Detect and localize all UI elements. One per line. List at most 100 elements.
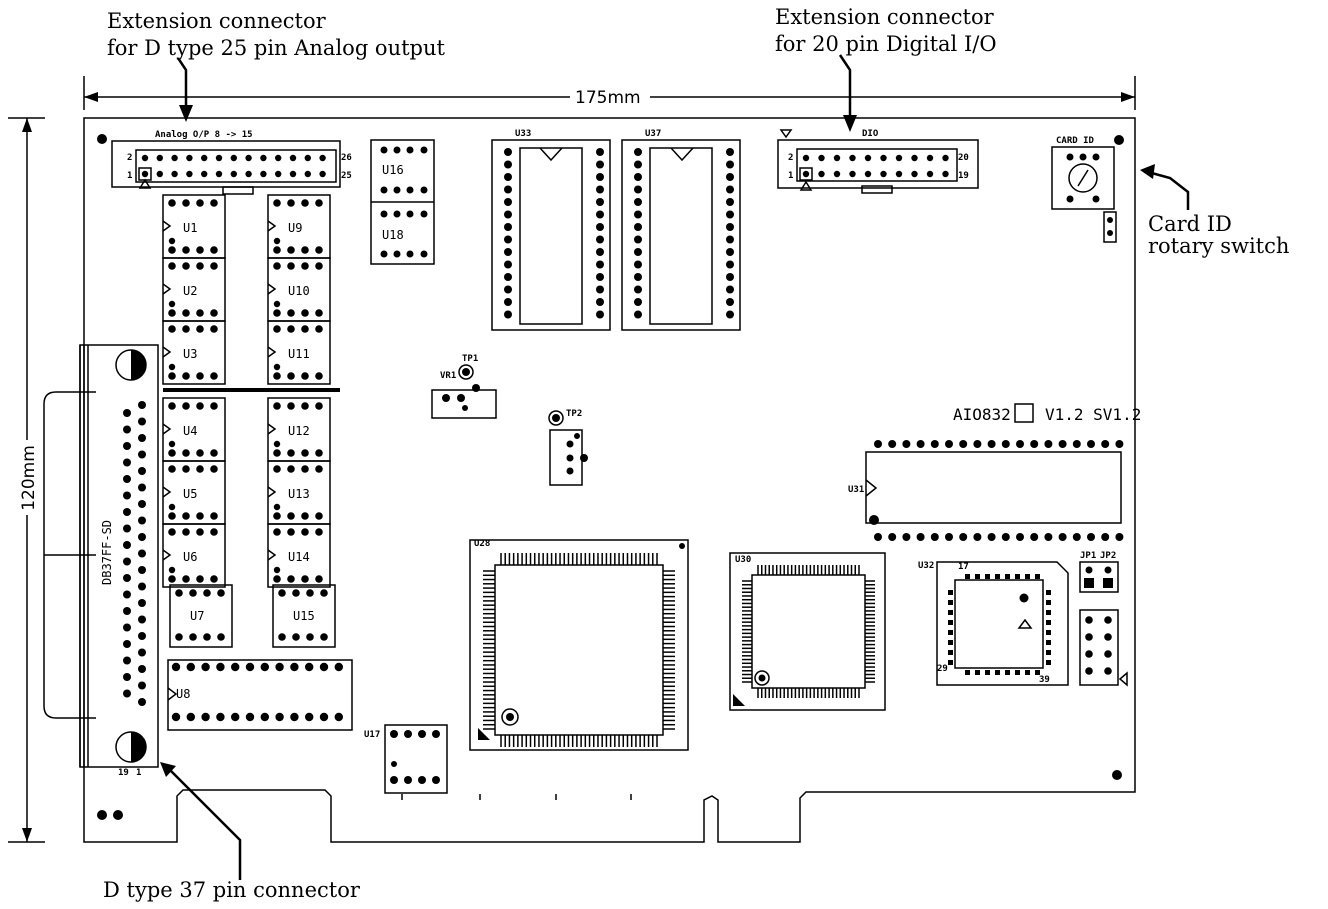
callout-digital-line2: for 20 pin Digital I/O — [775, 32, 997, 56]
pad — [273, 465, 281, 473]
pad — [186, 712, 195, 722]
byte-select-header[interactable] — [1079, 609, 1128, 687]
chip-u16-label: U16 — [382, 163, 404, 177]
pad — [596, 310, 604, 319]
board-outline — [83, 117, 1136, 843]
pad — [634, 235, 642, 244]
pad — [1001, 440, 1010, 448]
pad — [123, 640, 131, 648]
pad — [334, 662, 343, 672]
dac-chip-body — [267, 320, 331, 385]
pin1-marker — [799, 167, 813, 181]
pad — [406, 250, 414, 258]
plcc-pad — [1035, 670, 1040, 675]
plcc-pad — [985, 670, 990, 675]
pad — [168, 528, 176, 536]
chip-u28-qfp: U28 — [469, 539, 689, 751]
pad — [273, 402, 281, 410]
pad — [123, 458, 131, 467]
pin1-marker — [138, 167, 152, 181]
pad — [726, 285, 734, 294]
pad — [245, 154, 252, 162]
callout-digital-arrow — [838, 54, 852, 125]
pad — [273, 262, 281, 270]
pad — [245, 662, 255, 672]
dac-notch — [267, 423, 277, 435]
pad — [301, 372, 309, 380]
pad — [315, 262, 323, 270]
pad — [168, 300, 176, 308]
pad — [138, 582, 146, 591]
dac-chip-label: U9 — [288, 221, 302, 235]
pad — [171, 712, 181, 722]
pad — [289, 154, 297, 162]
pad — [123, 524, 131, 533]
chip-u31: U31 — [848, 440, 1124, 541]
pad — [1058, 533, 1067, 541]
pad — [880, 170, 887, 178]
plcc-pad — [1015, 670, 1020, 675]
j2-pin1-label: 1 — [788, 171, 793, 181]
pad — [874, 440, 882, 448]
pad — [895, 154, 903, 162]
pad — [833, 170, 841, 178]
jumpers-jp1-jp2[interactable]: JP1 JP2 — [1079, 551, 1119, 593]
pad — [210, 372, 218, 380]
pad — [596, 285, 604, 294]
pad — [390, 730, 398, 738]
pad — [196, 402, 204, 410]
dac-chip-label: U7 — [190, 609, 204, 623]
pad — [273, 372, 281, 380]
pad — [175, 633, 183, 641]
pad — [301, 528, 309, 536]
pad — [315, 246, 323, 254]
pad — [210, 465, 218, 473]
callout-digital-arrowhead — [843, 115, 857, 132]
pad — [1085, 667, 1093, 675]
pad — [217, 633, 225, 641]
pad — [175, 589, 183, 597]
jp1-label: JP1 — [1080, 551, 1096, 561]
pad — [273, 309, 281, 317]
pad — [864, 154, 872, 162]
plcc-pad — [965, 574, 970, 579]
d37-label: DB37FF-SD — [100, 520, 114, 585]
pad — [171, 154, 178, 162]
pad — [275, 662, 284, 672]
pad — [726, 248, 734, 256]
pad — [273, 528, 281, 536]
pad — [504, 298, 512, 306]
pad — [380, 186, 388, 194]
pad — [123, 425, 131, 434]
pad — [596, 223, 604, 231]
pad — [196, 512, 204, 520]
pad — [945, 440, 953, 448]
pad — [1044, 440, 1053, 448]
pad — [726, 210, 734, 219]
dac-chip-body — [169, 584, 233, 648]
pad — [203, 589, 211, 597]
chip-u30-label: U30 — [735, 555, 751, 565]
pad — [1101, 440, 1110, 448]
pad — [123, 442, 131, 450]
pad — [275, 170, 282, 178]
card-id-rotary-switch[interactable]: CARD ID — [1051, 136, 1117, 243]
plcc-pad — [1046, 590, 1051, 595]
trimmer-vr1: VR1 TP1 — [431, 354, 497, 419]
pad — [289, 170, 297, 178]
pad — [141, 154, 149, 162]
chip-u8-label: U8 — [176, 687, 190, 701]
pad — [959, 440, 968, 448]
pad — [273, 503, 281, 511]
plcc-pad — [975, 670, 980, 675]
callout-analog-line1: Extension connector — [107, 9, 327, 33]
pad — [393, 210, 401, 218]
pad — [245, 712, 255, 722]
pad — [315, 402, 323, 410]
plcc-pad — [1025, 574, 1030, 579]
pad — [319, 154, 326, 162]
dim-height-arrow-bottom — [22, 828, 32, 842]
pad — [1030, 533, 1039, 541]
